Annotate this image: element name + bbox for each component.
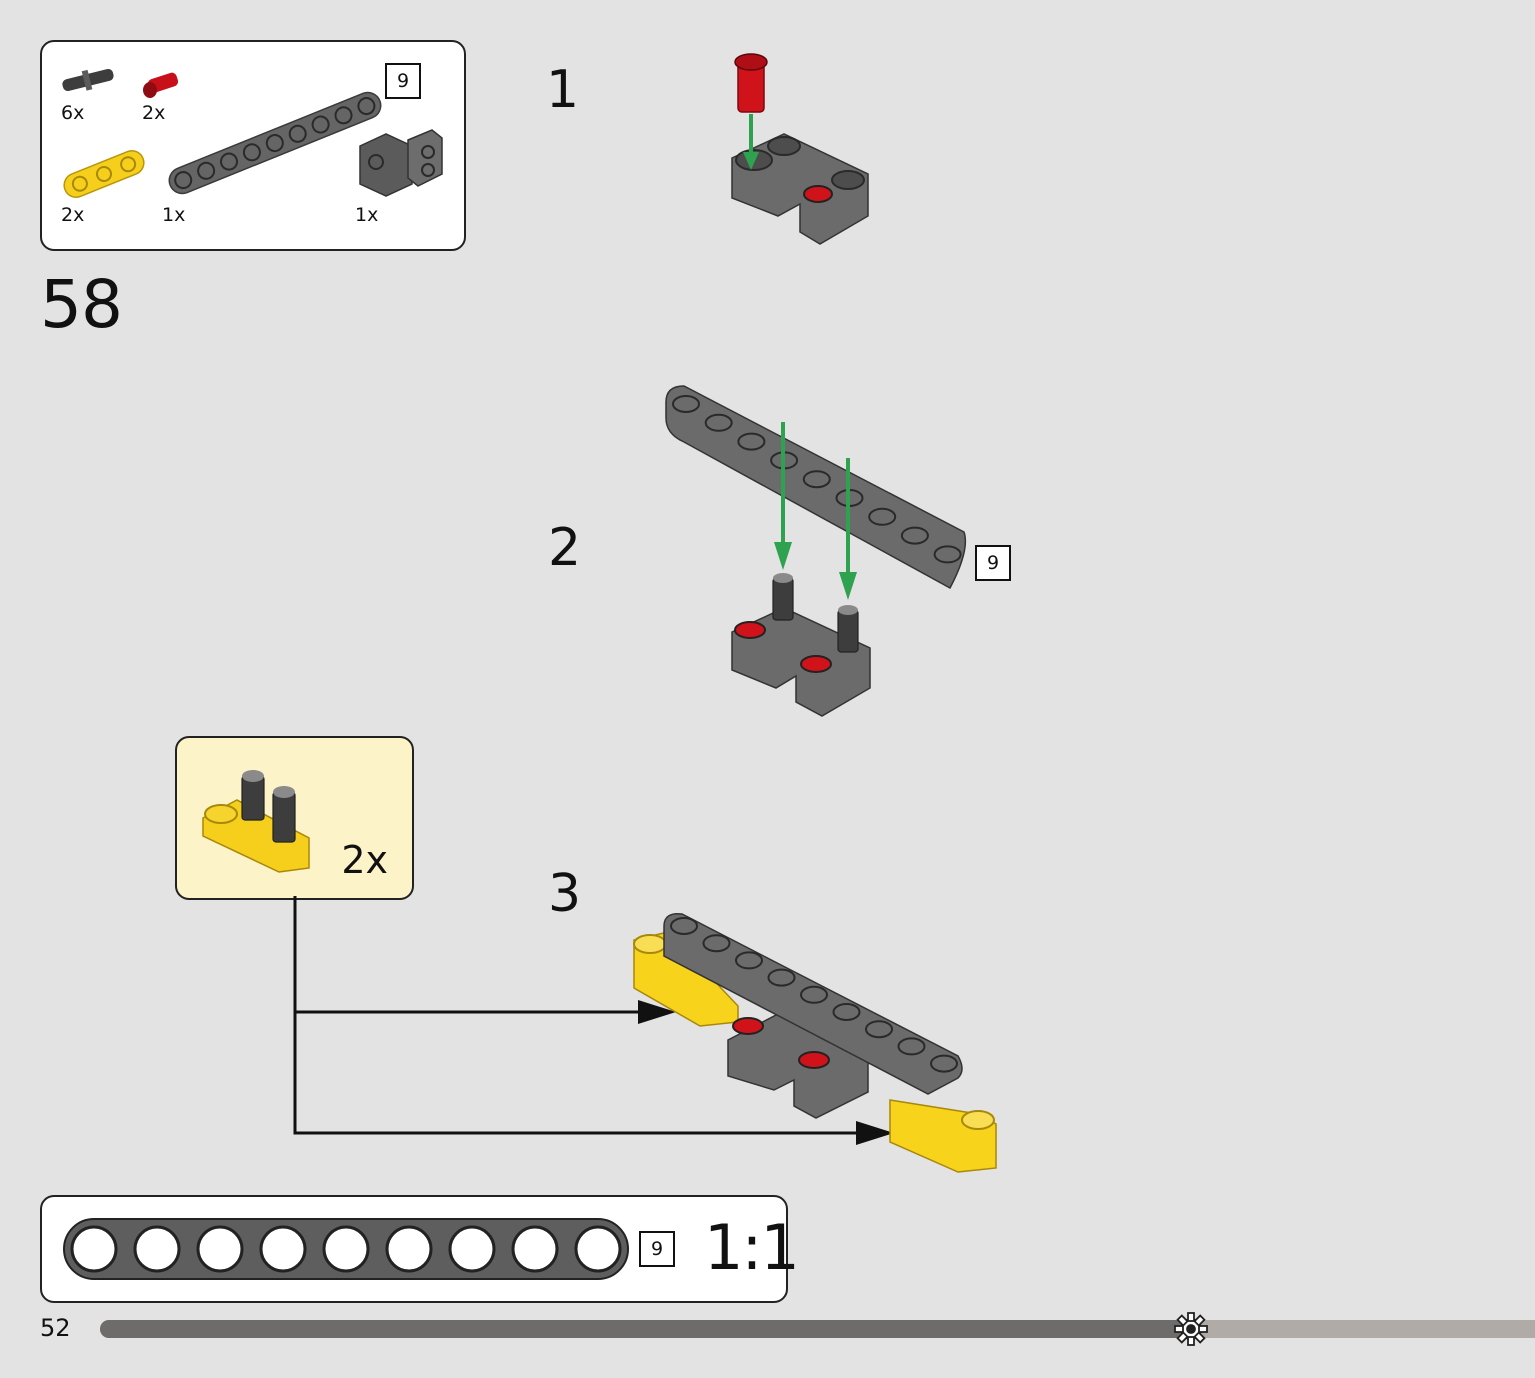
substep-3-illustration — [633, 913, 997, 1173]
beam-hole — [868, 507, 897, 526]
ruler-hole — [511, 1225, 559, 1273]
page-number: 52 — [40, 1314, 71, 1342]
beam-hole — [930, 1054, 958, 1073]
ruler-hole — [196, 1225, 244, 1273]
ruler-hole — [448, 1225, 496, 1273]
part-qty: 2x — [61, 204, 85, 226]
sub-step-label: 3 — [548, 864, 582, 924]
beam-hole — [242, 143, 261, 162]
sub-step-label: 1 — [546, 60, 580, 120]
ruler-length-tag: 9 — [639, 1231, 675, 1267]
beam-hole — [265, 134, 284, 153]
beam-hole — [220, 152, 239, 171]
scale-label: 1:1 — [704, 1211, 800, 1284]
beam-hole — [865, 1020, 893, 1039]
beam-hole — [802, 470, 831, 489]
yellow-beam-part-icon — [63, 150, 145, 198]
beam-hole — [735, 951, 763, 970]
ruler-hole — [385, 1225, 433, 1273]
substep-2-illustration — [665, 385, 967, 717]
ruler-hole — [574, 1225, 622, 1273]
ruler-hole — [259, 1225, 307, 1273]
black-pin-part-icon — [62, 68, 114, 92]
ruler-hole — [133, 1225, 181, 1273]
beam-hole — [704, 413, 733, 432]
beam-hole — [800, 985, 828, 1004]
beam-hole — [897, 1037, 926, 1056]
beam-hole — [702, 934, 731, 953]
beam-hole — [174, 171, 193, 190]
beam-length-tag: 9 — [385, 63, 421, 99]
beam-hole — [737, 432, 766, 451]
red-pin-part-icon — [143, 72, 179, 98]
beam-hole — [334, 106, 353, 125]
progress-bar — [100, 1320, 1535, 1338]
beam-hole — [900, 526, 929, 545]
beam-length-tag: 9 — [975, 545, 1011, 581]
parts-list: 6x 2x 2x 1x 9 1x — [40, 40, 466, 251]
progress-gear-icon — [1173, 1312, 1208, 1346]
u-connector-part-icon — [359, 129, 443, 197]
progress-fill — [100, 1320, 1191, 1338]
beam-hole — [288, 124, 307, 143]
ruler-hole — [322, 1225, 370, 1273]
part-qty: 2x — [142, 102, 166, 124]
part-qty: 1x — [162, 204, 186, 226]
beam-hole — [197, 161, 216, 180]
ruler-hole — [70, 1225, 118, 1273]
beam-hole — [357, 97, 376, 116]
step-number: 58 — [40, 266, 123, 343]
part-qty: 1x — [355, 204, 379, 226]
beam-hole — [933, 545, 962, 564]
length-ruler: 9 1:1 — [40, 1195, 800, 1303]
subassembly-callout: 2x — [175, 736, 414, 900]
sub-step-label: 2 — [548, 518, 582, 578]
callout-arrows — [293, 896, 894, 1145]
substep-1-illustration — [731, 53, 869, 245]
ruler-beam — [63, 1218, 629, 1280]
beam-hole — [672, 395, 700, 413]
yellow-beam-with-pins-icon — [202, 770, 310, 873]
beam-hole — [767, 968, 796, 987]
part-qty: 6x — [61, 102, 85, 124]
beam-hole — [670, 917, 698, 935]
beam-hole — [832, 1003, 861, 1021]
gray-beam-part-icon — [168, 91, 382, 195]
callout-quantity: 2x — [341, 838, 388, 882]
beam-hole — [311, 115, 330, 134]
